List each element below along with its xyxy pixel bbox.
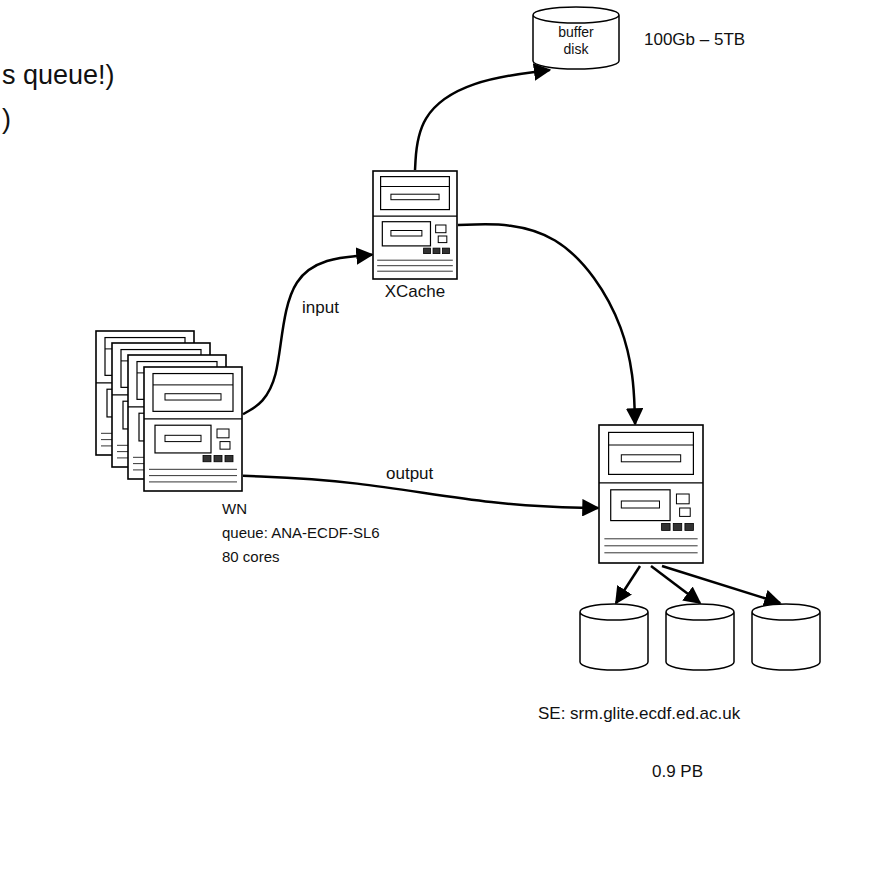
edge-label: output — [384, 464, 435, 484]
node-label: 0.9 PB — [652, 762, 703, 782]
disk-cylinders — [580, 604, 820, 670]
node-label: queue: ANA-ECDF-SL6 — [222, 524, 380, 542]
server-icon-outline — [372, 170, 458, 280]
server-icon: XCache — [372, 170, 458, 280]
connector-arrow — [458, 224, 635, 424]
worker-node-stack-outline — [95, 330, 243, 492]
disk-links — [616, 566, 780, 603]
slide-fragment: ) — [2, 104, 11, 135]
capacity-note: 100Gb – 5TB — [644, 30, 745, 50]
node-label: WN — [222, 500, 247, 518]
node-label: buffer disk — [546, 24, 606, 58]
connector-arrow — [243, 255, 372, 415]
node-label: 80 cores — [222, 548, 280, 566]
connector-arrow — [415, 70, 550, 170]
node-label: SE: srm.glite.ecdf.ed.ac.uk — [538, 704, 740, 724]
edge-label: input — [300, 298, 341, 318]
storage-cylinder: buffer disk — [532, 6, 620, 70]
node-label: XCache — [385, 282, 445, 302]
server-icon-outline — [598, 424, 704, 564]
slide-fragment: s queue!) — [2, 60, 115, 91]
server-icon: SE: srm.glite.ecdf.ed.ac.uk0.9 PB — [598, 424, 704, 564]
worker-node-stack: WNqueue: ANA-ECDF-SL680 cores — [95, 330, 243, 492]
